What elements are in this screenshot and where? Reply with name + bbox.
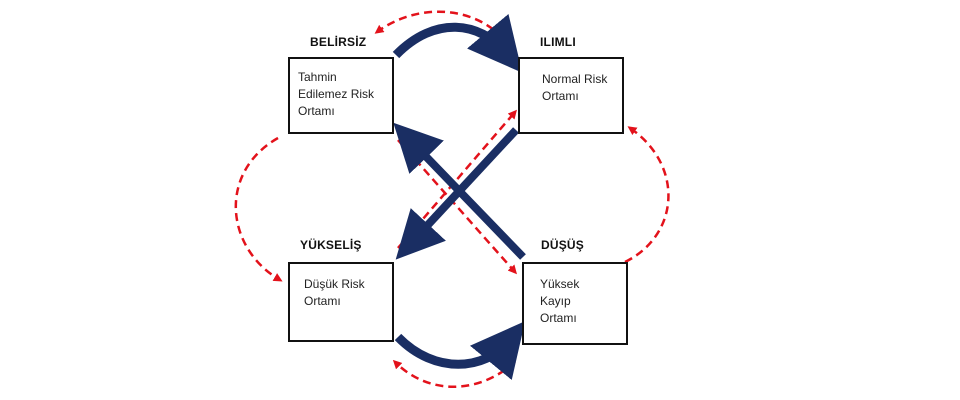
belirsiz-line-2: Edilemez Risk — [298, 87, 375, 101]
dusus-line-2: Kayıp — [540, 294, 571, 308]
belirsiz-line-1: Tahmin — [298, 70, 337, 84]
dashed-arrow-right — [624, 126, 670, 264]
dusus-line-3: Ortamı — [540, 311, 577, 325]
belirsiz-title: BELİRSİZ — [310, 35, 367, 49]
belirsiz-box: Tahmin Edilemez Risk Ortamı — [288, 57, 394, 134]
solid-arrow-top — [392, 13, 523, 73]
solid-arrow-diagonal-to-belirsiz — [393, 122, 526, 260]
yukselis-line-1: Düşük Risk — [304, 277, 365, 291]
dusus-box: Yüksek Kayıp Ortamı — [522, 262, 628, 345]
yukselis-title: YÜKSELİŞ — [300, 238, 362, 252]
ilimli-title: ILIMLI — [540, 35, 576, 49]
ilimli-line-2: Ortamı — [542, 89, 579, 103]
yukselis-line-2: Ortamı — [304, 294, 341, 308]
dusus-title: DÜŞÜŞ — [541, 238, 585, 252]
dusus-line-1: Yüksek — [540, 277, 580, 291]
solid-arrow-bottom — [394, 321, 526, 381]
dashed-arrow-left — [234, 136, 283, 282]
dashed-arrow-diagonal-down — [397, 139, 517, 275]
belirsiz-line-3: Ortamı — [298, 104, 335, 118]
solid-arrow-diagonal-to-yukselis — [395, 127, 519, 260]
ilimli-box: Normal Risk Ortamı — [518, 57, 624, 134]
yukselis-box: Düşük Risk Ortamı — [288, 262, 394, 342]
ilimli-line-1: Normal Risk — [542, 72, 608, 86]
